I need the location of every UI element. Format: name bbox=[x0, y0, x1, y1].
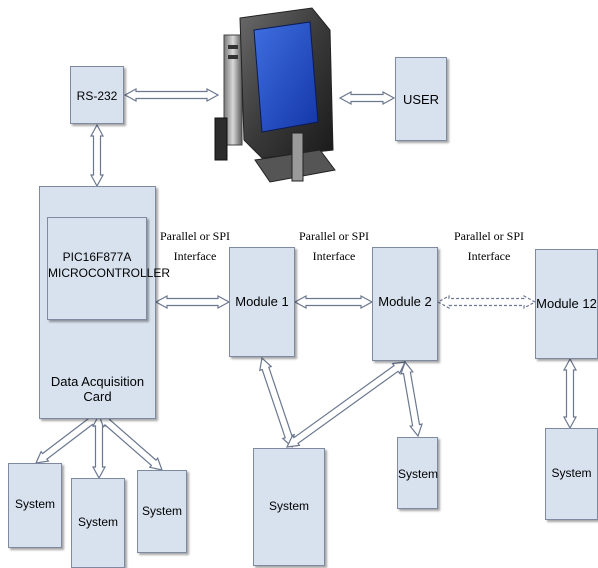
interface-label: Parallel or SPI Interface bbox=[150, 228, 240, 264]
daq-card-box: PIC16F877A MICROCONTROLLER Data Acquisit… bbox=[39, 186, 171, 419]
module1-label: Module 1 bbox=[235, 294, 289, 309]
rs232-label: RS-232 bbox=[76, 89, 118, 103]
module1-box: Module 1 bbox=[229, 247, 295, 357]
system-box: System bbox=[253, 448, 325, 566]
module2-module12-arrow bbox=[436, 294, 537, 310]
computer-user-arrow bbox=[338, 90, 396, 106]
system-box: System bbox=[8, 463, 62, 548]
system-box: System bbox=[397, 437, 438, 509]
interface-label-line2: Interface bbox=[312, 249, 356, 263]
system-label: System bbox=[551, 466, 592, 480]
module12-label: Module 12 bbox=[536, 296, 597, 311]
rs232-box: RS-232 bbox=[70, 66, 124, 124]
system-label: System bbox=[77, 515, 118, 529]
module1-system-arrow bbox=[259, 356, 295, 449]
interface-label-line2: Interface bbox=[467, 249, 511, 263]
system-label: System bbox=[14, 497, 55, 511]
rs232-computer-arrow bbox=[123, 87, 220, 103]
rs232-daq-arrow bbox=[89, 123, 105, 188]
system-label: System bbox=[141, 504, 182, 518]
daq-module1-arrow bbox=[154, 294, 231, 310]
module2-system-arrow bbox=[285, 361, 407, 448]
system-box: System bbox=[71, 478, 125, 568]
microcontroller-box: PIC16F877A MICROCONTROLLER bbox=[47, 217, 171, 320]
module2-system-arrow bbox=[400, 360, 423, 438]
interface-label: Parallel or SPI Interface bbox=[444, 228, 534, 264]
daq-card-label: Data Acquisition Card bbox=[50, 374, 145, 404]
microcontroller-label-line1: PIC16F877A bbox=[62, 250, 132, 264]
module2-label: Module 2 bbox=[378, 294, 432, 309]
system-box: System bbox=[137, 470, 187, 553]
user-box: USER bbox=[395, 57, 447, 141]
module12-box: Module 12 bbox=[535, 249, 598, 359]
system-label: System bbox=[268, 499, 309, 513]
microcontroller-label-line2: MICROCONTROLLER bbox=[48, 266, 171, 280]
system-box: System bbox=[545, 428, 598, 520]
interface-label-line2: Interface bbox=[173, 249, 217, 263]
module2-box: Module 2 bbox=[372, 247, 438, 361]
interface-label-line1: Parallel or SPI bbox=[299, 229, 369, 243]
daq-system-arrow bbox=[98, 414, 163, 471]
module1-module2-arrow bbox=[293, 294, 374, 310]
interface-label: Parallel or SPI Interface bbox=[289, 228, 379, 264]
user-label: USER bbox=[402, 92, 440, 107]
interface-label-line1: Parallel or SPI bbox=[160, 229, 230, 243]
daq-system-arrow bbox=[35, 414, 100, 464]
interface-label-line1: Parallel or SPI bbox=[454, 229, 524, 243]
module12-system-arrow bbox=[562, 357, 578, 430]
system-label: System bbox=[398, 467, 439, 481]
